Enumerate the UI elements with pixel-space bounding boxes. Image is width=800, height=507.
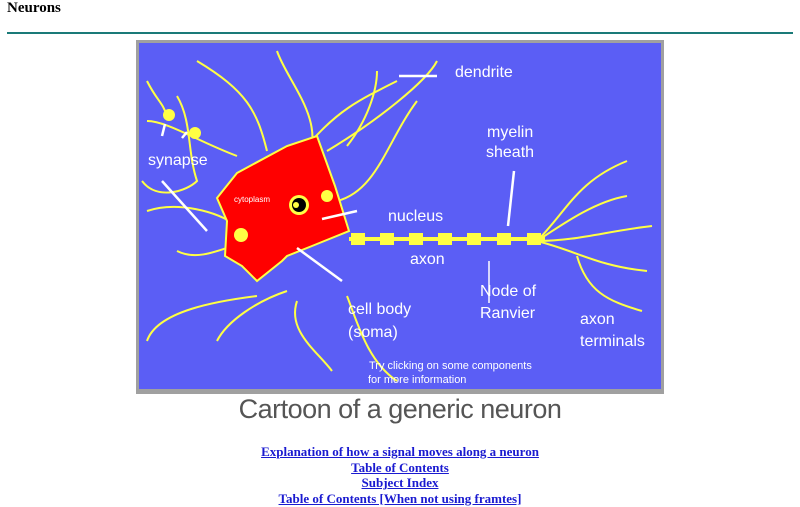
label-cytoplasm[interactable]: cytoplasm — [234, 195, 270, 204]
label-synapse[interactable]: synapse — [148, 152, 208, 169]
page-title: Neurons — [7, 0, 61, 16]
divider — [7, 32, 793, 34]
link-subject-index[interactable]: Subject Index — [361, 475, 439, 490]
label-sheath[interactable]: sheath — [486, 144, 534, 161]
link-table-of-contents[interactable]: Table of Contents — [351, 459, 449, 475]
label-myelin[interactable]: myelin — [487, 124, 533, 141]
label-node-of[interactable]: Node of — [480, 283, 537, 300]
axon[interactable] — [349, 233, 545, 245]
synapse-knob[interactable] — [321, 190, 333, 202]
link-signal-explanation[interactable]: Explanation of how a signal moves along … — [261, 444, 539, 459]
label-ranvier[interactable]: Ranvier — [480, 305, 536, 322]
label-axon[interactable]: axon — [410, 251, 445, 268]
hint-text-1: Try clicking on some components — [369, 360, 532, 372]
label-axon-terminals-2[interactable]: terminals — [580, 333, 645, 350]
arrows — [160, 74, 516, 303]
nav-links: Explanation of how a signal moves along … — [0, 444, 800, 506]
synapse-knob[interactable] — [189, 127, 201, 139]
synapse-knob[interactable] — [163, 109, 175, 121]
label-dendrite[interactable]: dendrite — [455, 64, 513, 81]
label-soma[interactable]: (soma) — [348, 324, 398, 341]
label-cell-body[interactable]: cell body — [348, 301, 411, 318]
label-nucleus[interactable]: nucleus — [388, 208, 443, 225]
neuron-diagram[interactable]: dendrite myelin sheath synapse cytoplasm… — [136, 40, 664, 394]
link-toc-no-frames[interactable]: Table of Contents [When not using framte… — [278, 490, 522, 506]
hint-text-2: for more information — [368, 374, 466, 386]
label-axon-terminals-1[interactable]: axon — [580, 311, 615, 328]
synapse-knob[interactable] — [234, 228, 248, 242]
figure-caption: Cartoon of a generic neuron — [238, 394, 562, 424]
